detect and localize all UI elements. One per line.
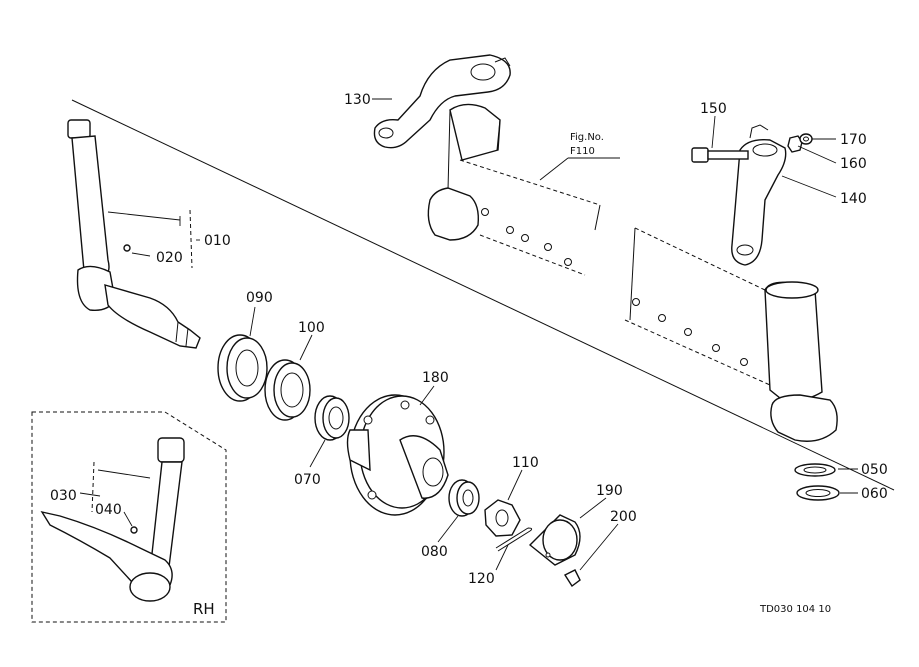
label-020: 020 bbox=[156, 250, 183, 266]
label-110: 110 bbox=[512, 455, 539, 471]
bracket-010-dash bbox=[189, 209, 193, 269]
label-070: 070 bbox=[294, 472, 321, 488]
label-090: 090 bbox=[246, 290, 273, 306]
bearing-100 bbox=[264, 359, 311, 421]
rh-inset bbox=[31, 411, 227, 623]
front-axle-beam-left bbox=[427, 103, 601, 276]
label-190: 190 bbox=[596, 483, 623, 499]
label-100: 100 bbox=[298, 320, 325, 336]
bolt-150 bbox=[691, 147, 749, 163]
shim-060 bbox=[796, 485, 840, 501]
bracket-010 bbox=[107, 211, 181, 226]
part-labels: 010 020 030 040 050 060 070 080 090 100 … bbox=[50, 92, 888, 587]
steering-knuckle-010 bbox=[67, 119, 201, 349]
label-050: 050 bbox=[861, 462, 888, 478]
label-080: 080 bbox=[421, 544, 448, 560]
label-180: 180 bbox=[422, 370, 449, 386]
label-030: 030 bbox=[50, 488, 77, 504]
bearing-080 bbox=[448, 479, 480, 517]
label-060: 060 bbox=[861, 486, 888, 502]
label-120: 120 bbox=[468, 571, 495, 587]
hub-cap-190 bbox=[528, 514, 581, 566]
label-150: 150 bbox=[700, 101, 727, 117]
grease-nipple-020 bbox=[123, 244, 131, 252]
label-040: 040 bbox=[95, 502, 122, 518]
label-200: 200 bbox=[610, 509, 637, 525]
label-130: 130 bbox=[344, 92, 371, 108]
label-170: 170 bbox=[840, 132, 867, 148]
figure-reference-number: F110 bbox=[570, 146, 595, 157]
knuckle-arm-140 bbox=[731, 124, 787, 266]
washer-170 bbox=[799, 133, 813, 145]
cotter-pin-120 bbox=[495, 527, 533, 552]
nut-160 bbox=[787, 135, 803, 153]
drawing-code: TD030 104 10 bbox=[759, 604, 831, 615]
front-axle-beam-right bbox=[624, 227, 838, 442]
bracket-030 bbox=[91, 461, 95, 513]
inset-label-rh: RH bbox=[193, 600, 215, 618]
label-160: 160 bbox=[840, 156, 867, 172]
figure-reference-title: Fig.No. bbox=[570, 132, 604, 143]
oil-seal-090 bbox=[217, 334, 268, 402]
wheel-hub-180 bbox=[346, 394, 449, 516]
label-010: 010 bbox=[204, 233, 231, 249]
bearing-070 bbox=[314, 395, 350, 441]
thrust-washer-050 bbox=[794, 463, 836, 477]
grease-nipple-200 bbox=[563, 569, 581, 588]
axis-line bbox=[71, 99, 895, 491]
knuckle-arm-130 bbox=[373, 54, 511, 149]
castle-nut-110 bbox=[484, 499, 521, 537]
leader-lines bbox=[79, 98, 858, 571]
label-140: 140 bbox=[840, 191, 867, 207]
